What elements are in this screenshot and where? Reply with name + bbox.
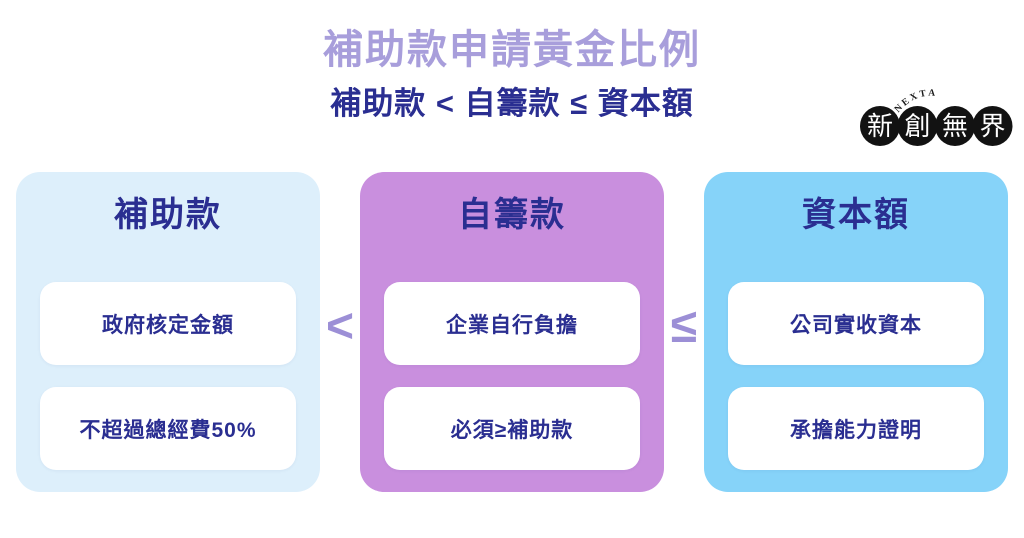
info-pill: 必須≥補助款 (384, 387, 640, 470)
card-capital: 資本額 公司實收資本 承擔能力證明 (704, 172, 1008, 492)
logo-circle-4 (972, 106, 1013, 146)
pill-label: 企業自行負擔 (446, 313, 578, 337)
info-pill: 公司實收資本 (728, 282, 984, 365)
golden-ratio-formula: 補助款 < 自籌款 ≤ 資本額 (330, 86, 694, 121)
card-subsidy-title: 補助款 (114, 196, 222, 234)
card-subsidy: 補助款 政府核定金額 不超過總經費50% (16, 172, 320, 492)
logo-character-2: 創 (904, 112, 930, 141)
pill-label: 公司實收資本 (790, 313, 922, 337)
info-pill: 政府核定金額 (40, 282, 296, 365)
logo-circle-3 (935, 106, 975, 146)
logo-circle-1 (860, 106, 900, 146)
card-self-funding: 自籌款 企業自行負擔 必須≥補助款 (360, 172, 664, 492)
logo-circles: 新 創 無 界 (860, 106, 1013, 146)
page-title: 補助款申請黃金比例 (323, 28, 701, 72)
logo-character-3: 無 (942, 112, 968, 141)
pill-label: 不超過總經費50% (79, 418, 257, 442)
card-self-funding-title: 自籌款 (458, 196, 566, 234)
pill-label: 必須≥補助款 (450, 418, 574, 442)
operator-less-than: < (325, 300, 355, 353)
operator-less-equal: ≤ (670, 300, 698, 353)
info-pill: 承擔能力證明 (728, 387, 984, 470)
pill-label: 承擔能力證明 (790, 418, 922, 442)
logo-character-4: 界 (979, 112, 1005, 141)
brand-logo-graphic: NEXTA 新 創 無 界 (860, 88, 1013, 146)
logo-character-1: 新 (867, 112, 893, 141)
pill-label: 政府核定金額 (102, 313, 234, 337)
brand-logo: NEXTA 新 創 無 界 (856, 80, 1016, 152)
info-pill: 不超過總經費50% (40, 387, 296, 470)
info-pill: 企業自行負擔 (384, 282, 640, 365)
card-capital-title: 資本額 (802, 196, 910, 234)
logo-circle-2 (897, 106, 938, 146)
header: 補助款申請黃金比例 補助款 < 自籌款 ≤ 資本額 (0, 26, 1024, 124)
